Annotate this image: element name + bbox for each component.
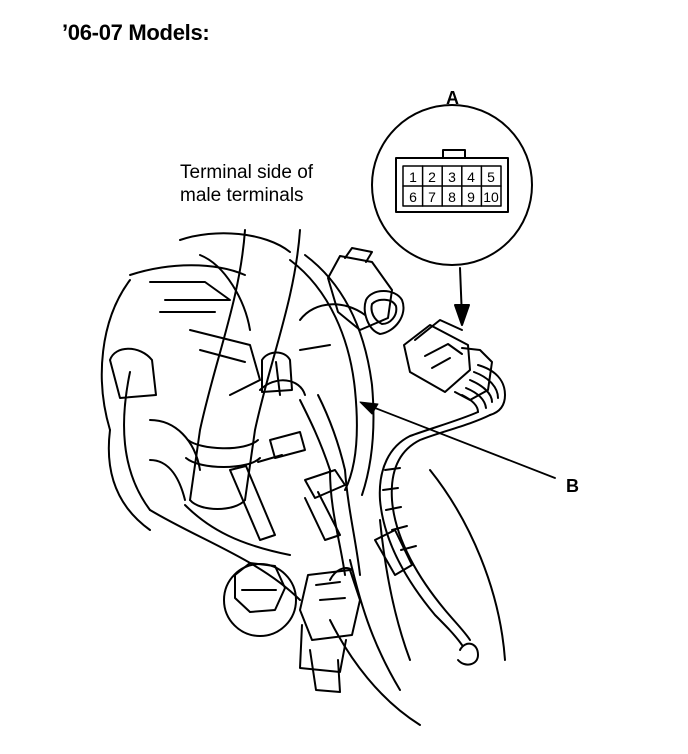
lower-connector [299, 567, 361, 693]
page-title: ’06-07 Models: [62, 20, 210, 45]
pin-label: 1 [409, 169, 417, 185]
lower-harness [299, 394, 361, 576]
caption-line-1: Terminal side of [180, 162, 314, 183]
pin-label: 8 [448, 189, 456, 205]
pin-label: 10 [483, 189, 499, 205]
pin-label: 3 [448, 169, 456, 185]
pin-label: 4 [467, 169, 475, 185]
main-hose [185, 229, 301, 510]
connector-a [403, 319, 493, 401]
pin-label: 7 [428, 189, 436, 205]
caption-line-2: male terminals [180, 185, 304, 206]
pin-label: 6 [409, 189, 417, 205]
callout-b-label: B [566, 476, 579, 496]
zoom-arrow-head [454, 304, 470, 326]
bolt [223, 562, 297, 637]
zoom-circle [371, 104, 533, 266]
hose-clamps [261, 351, 479, 666]
pin-label: 2 [428, 169, 436, 185]
callout-b-line [369, 405, 556, 479]
round-connector [327, 247, 405, 335]
pin-label: 5 [487, 169, 495, 185]
connector-face [395, 149, 509, 213]
engine-block-outline [100, 232, 506, 726]
harness-clip [229, 431, 346, 541]
upper-harness [289, 254, 375, 496]
pin-label: 9 [467, 189, 475, 205]
callout-a-label: A [446, 88, 459, 108]
pigtail-wires [378, 364, 506, 646]
